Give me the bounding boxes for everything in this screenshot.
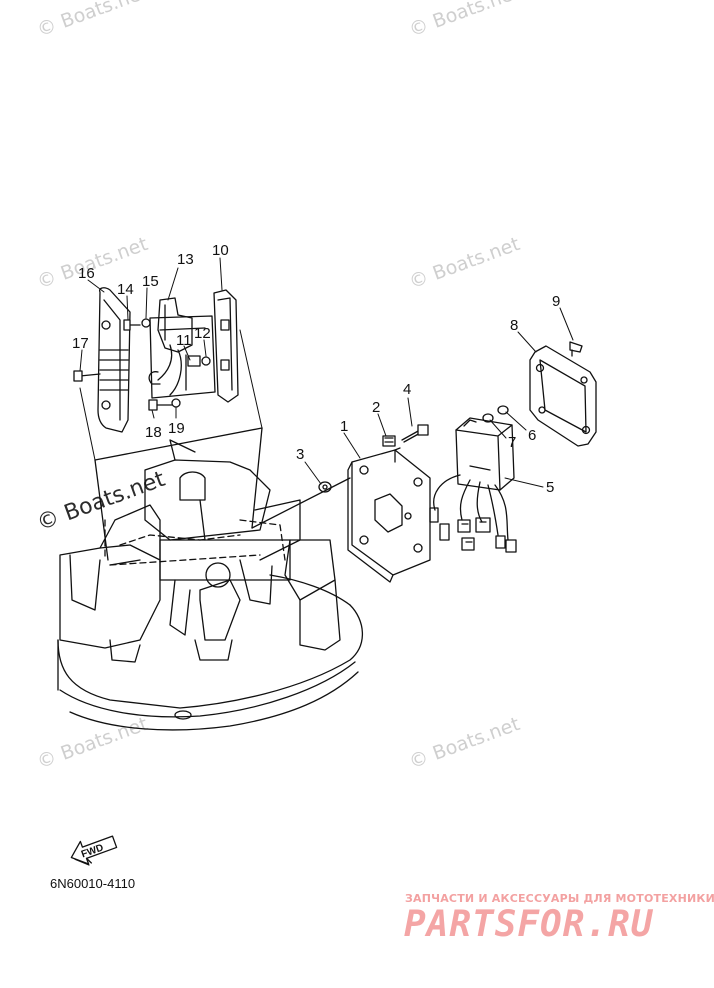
brand-tagline: ЗАПЧАСТИ И АКСЕССУАРЫ ДЛЯ МОТОТЕХНИКИ [405, 892, 714, 905]
hidden-edge-lines [104, 519, 286, 566]
part-number-12: 12 [194, 325, 211, 342]
part-number-16: 16 [78, 265, 95, 282]
fwd-arrow-icon [70, 835, 118, 866]
part-number-17: 17 [72, 335, 89, 352]
part-number-7: 7 [508, 434, 516, 451]
bolt-4 [401, 424, 429, 443]
part-number-18: 18 [145, 424, 162, 441]
fwd-label: FWD [80, 842, 105, 860]
bolt-2 [382, 435, 396, 447]
grommet-7 [482, 413, 494, 423]
part-number-labels: 1 2 3 4 5 6 7 8 9 10 11 12 13 14 15 16 1… [72, 242, 560, 496]
part-number-6: 6 [528, 427, 536, 444]
diagram-code: 6N60010-4110 [50, 876, 136, 891]
brand-logo: PARTSFOR.RU [404, 904, 654, 945]
part-number-2: 2 [372, 399, 380, 416]
part-number-10: 10 [212, 242, 229, 259]
inset-rectifier-group [73, 287, 239, 433]
part-number-14: 14 [117, 281, 134, 298]
engine-block-outline [59, 439, 341, 663]
part-number-1: 1 [340, 418, 348, 435]
part-number-3: 3 [296, 446, 304, 463]
part-number-19: 19 [168, 420, 185, 437]
part-number-13: 13 [177, 251, 194, 268]
engine-base-outline [57, 574, 363, 731]
screw-9 [569, 341, 583, 357]
part-number-11: 11 [176, 332, 192, 349]
main-bracket [347, 447, 431, 583]
cdi-unit [429, 417, 517, 553]
inset-leader-lines [94, 427, 351, 566]
grommet-6 [497, 405, 509, 415]
part-number-15: 15 [142, 273, 159, 290]
callout-leaders [79, 257, 574, 488]
part-number-4: 4 [403, 381, 411, 398]
part-number-8: 8 [510, 317, 518, 334]
cover-plate [529, 345, 597, 447]
part-number-5: 5 [546, 479, 554, 496]
nut-3 [318, 481, 332, 493]
part-number-9: 9 [552, 293, 560, 310]
